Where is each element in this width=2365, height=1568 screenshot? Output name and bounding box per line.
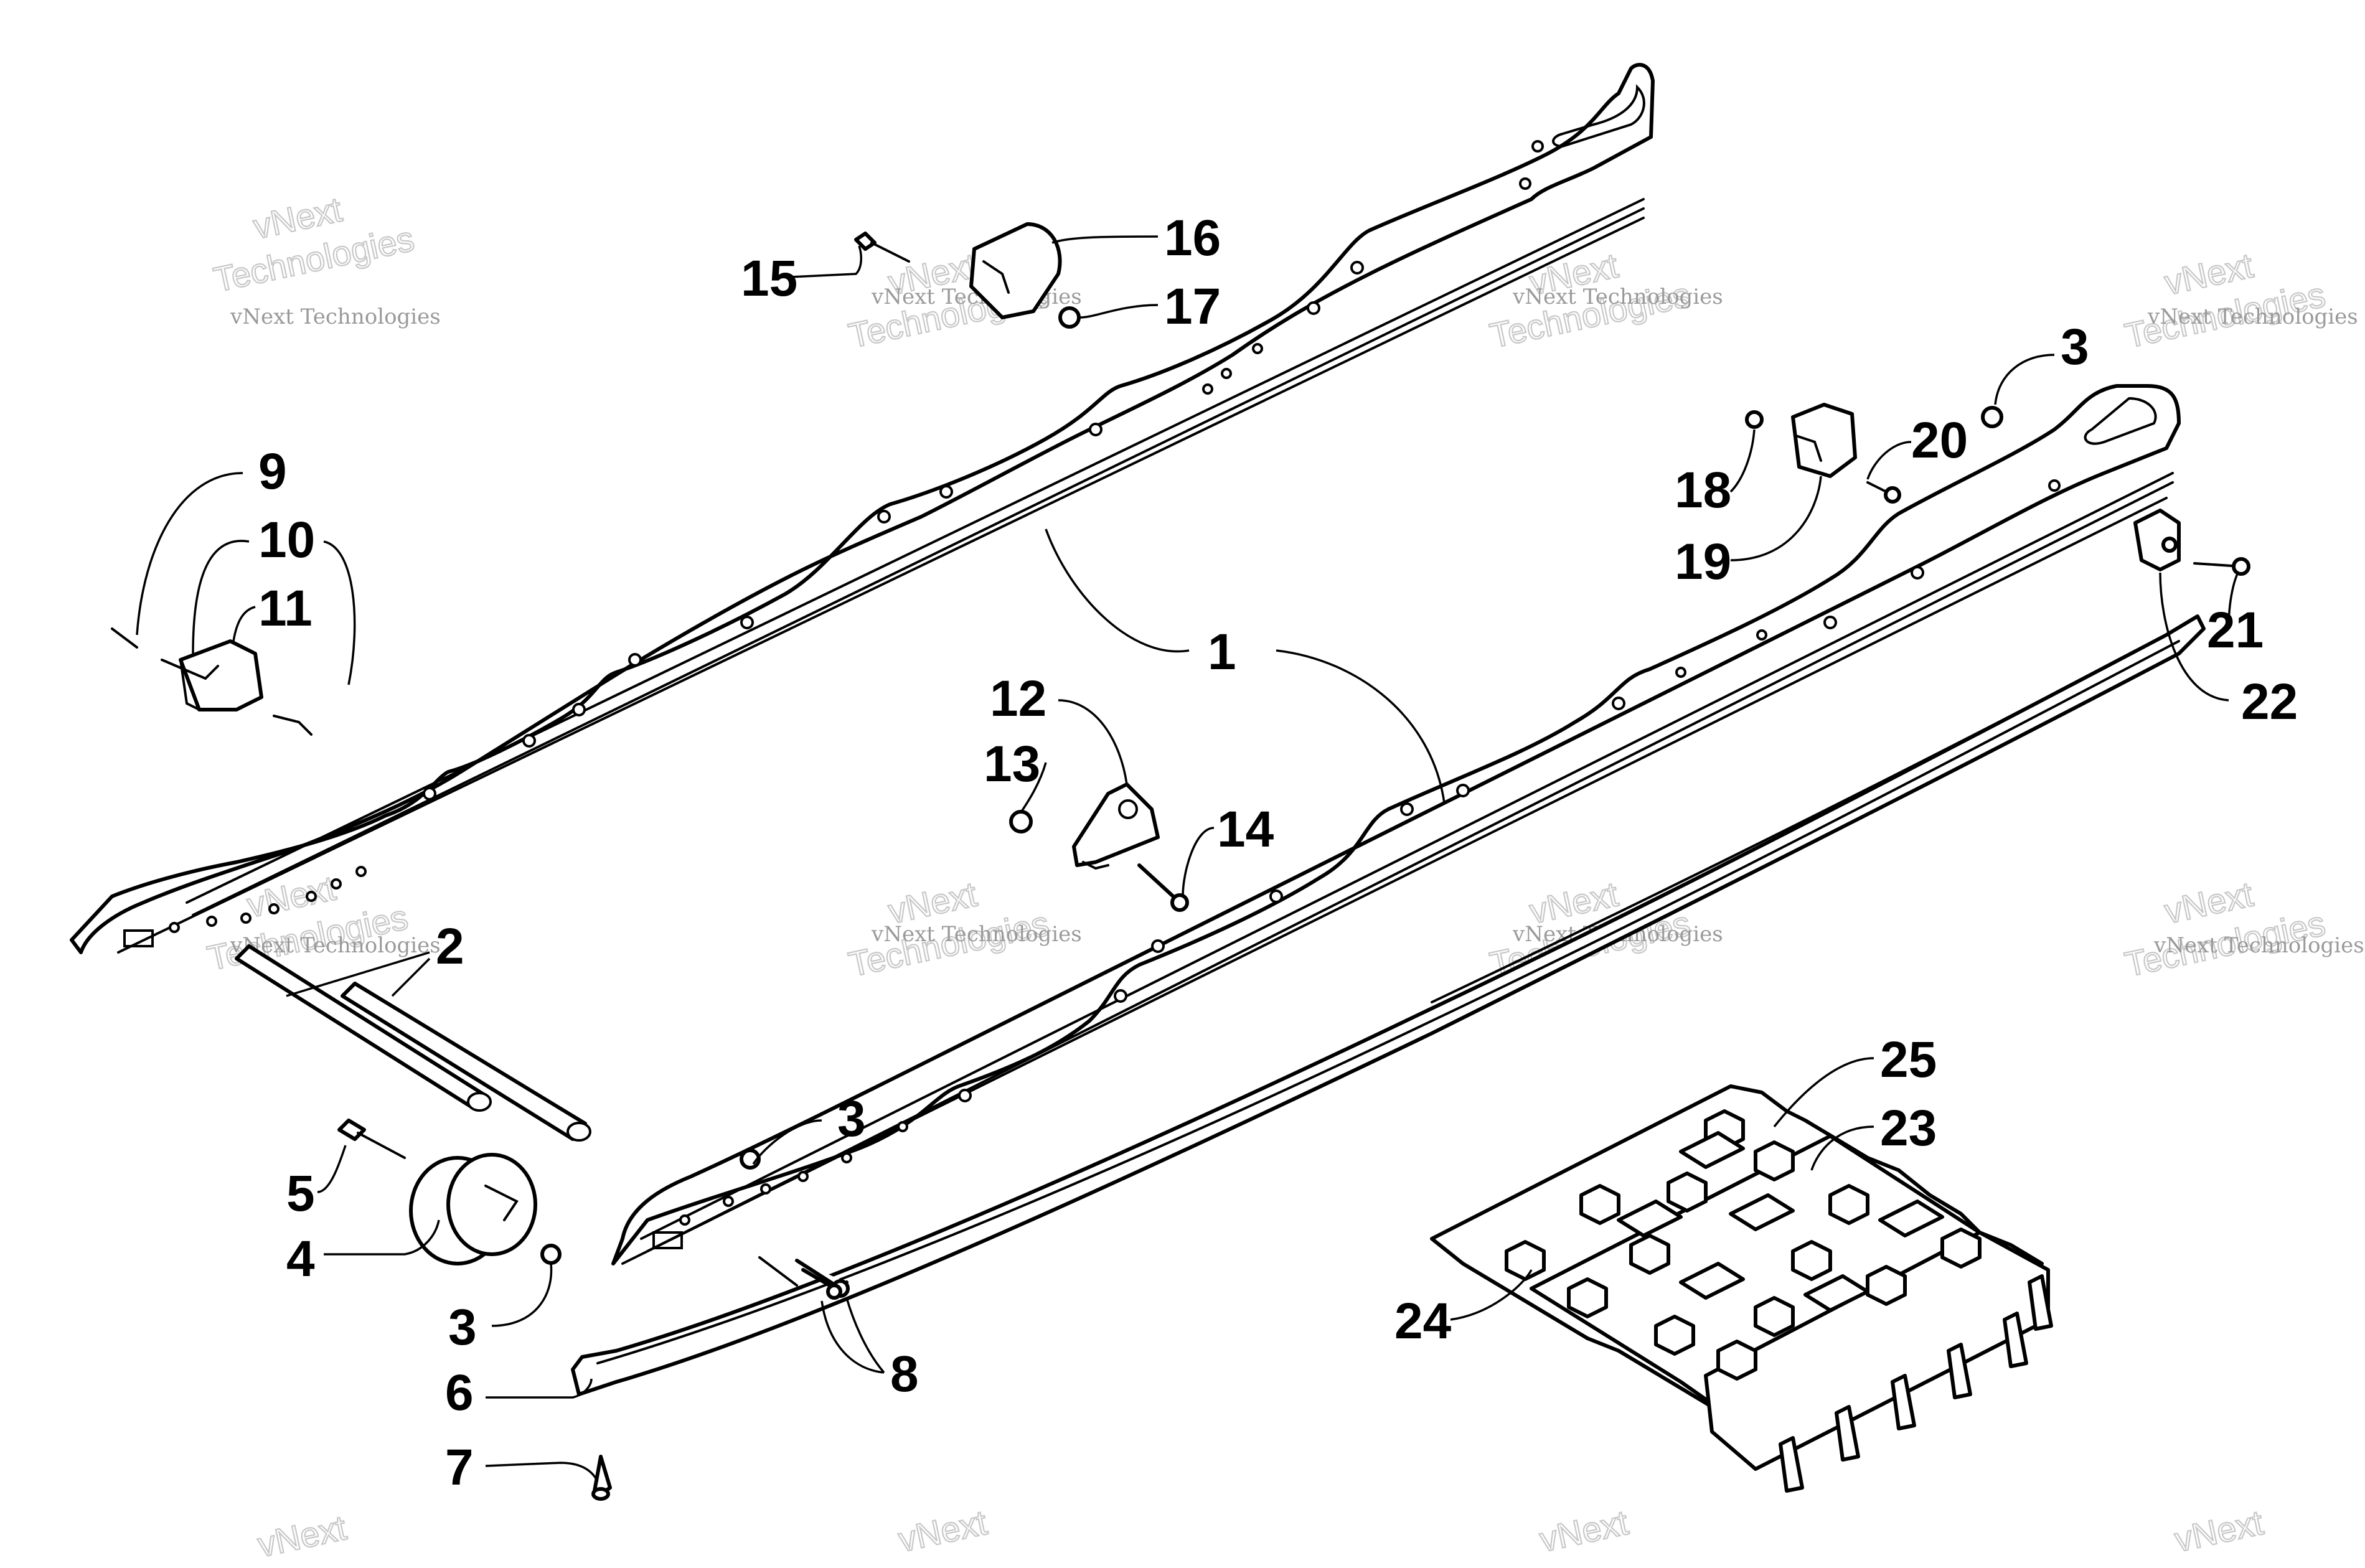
- callout-15: 15: [741, 250, 797, 307]
- rail-holes: [679, 479, 2061, 1226]
- callout-3-top: 3: [2061, 319, 2089, 375]
- track-section: [1430, 1084, 2053, 1493]
- track-lugs: [1779, 1274, 2053, 1493]
- watermark-vnext: vNext: [255, 1508, 350, 1564]
- callout-17: 17: [1164, 278, 1221, 335]
- callout-19: 19: [1675, 533, 1731, 590]
- callout-9: 9: [258, 443, 287, 500]
- callout-4: 4: [286, 1231, 315, 1287]
- callout-12: 12: [990, 670, 1046, 727]
- track-windows: [1617, 1131, 1944, 1312]
- callout-25: 25: [1880, 1031, 1937, 1088]
- watermark-vnext: vNext: [2171, 1503, 2267, 1559]
- callout-2: 2: [436, 918, 464, 975]
- callout-14: 14: [1217, 801, 1274, 858]
- bumper-block-top: [969, 222, 1062, 319]
- watermark-text: vNext Technologies: [2153, 933, 2364, 958]
- callout-6: 6: [445, 1364, 474, 1421]
- callout-21: 21: [2207, 602, 2264, 659]
- bumper-block-right: [1791, 403, 1857, 478]
- watermark-vnext: vNext: [1536, 1503, 1632, 1559]
- watermarks: vNext Technologies vNext Technologies vN…: [204, 189, 2364, 1565]
- callouts: 1 2 3 3 3 4 5 6 7 8 9 10 11 12 13 14 15 …: [258, 210, 2298, 1496]
- leader-lines: [136, 235, 2239, 1482]
- callout-23: 23: [1880, 1100, 1937, 1157]
- watermark-text: vNext Technologies: [230, 304, 441, 329]
- callout-13: 13: [984, 736, 1040, 792]
- idler-wheel: [409, 1153, 537, 1265]
- callout-7: 7: [445, 1439, 474, 1496]
- callout-16: 16: [1164, 210, 1221, 266]
- callout-10: 10: [258, 512, 315, 568]
- bracket-12: [1072, 782, 1160, 870]
- wear-strip: [571, 614, 2206, 1396]
- left-slide-rail: [70, 63, 1655, 954]
- callout-3-lower: 3: [448, 1299, 477, 1356]
- callout-8: 8: [890, 1346, 919, 1402]
- bracket-22: [2133, 509, 2181, 571]
- track-cleats: [1505, 1109, 1982, 1381]
- bumper-block-left: [161, 639, 313, 736]
- watermark-text: vNext Technologies: [2147, 304, 2358, 329]
- watermark-vnext: vNext: [895, 1503, 991, 1559]
- callout-24: 24: [1394, 1293, 1452, 1350]
- callout-3-mid: 3: [837, 1091, 866, 1147]
- callout-11: 11: [258, 580, 313, 637]
- callout-20: 20: [1911, 412, 1968, 469]
- callout-1: 1: [1208, 624, 1236, 680]
- callout-22: 22: [2241, 674, 2298, 730]
- right-slide-rail: [611, 384, 2181, 1265]
- watermark-text: vNext Technologies: [871, 922, 1082, 947]
- watermark-text: vNext Technologies: [1512, 284, 1723, 309]
- callout-18: 18: [1675, 462, 1731, 519]
- rail-holes: [169, 140, 1544, 933]
- watermark-text: vNext Technologies: [230, 933, 441, 958]
- cross-shafts: [235, 944, 591, 1142]
- callout-5: 5: [286, 1165, 315, 1222]
